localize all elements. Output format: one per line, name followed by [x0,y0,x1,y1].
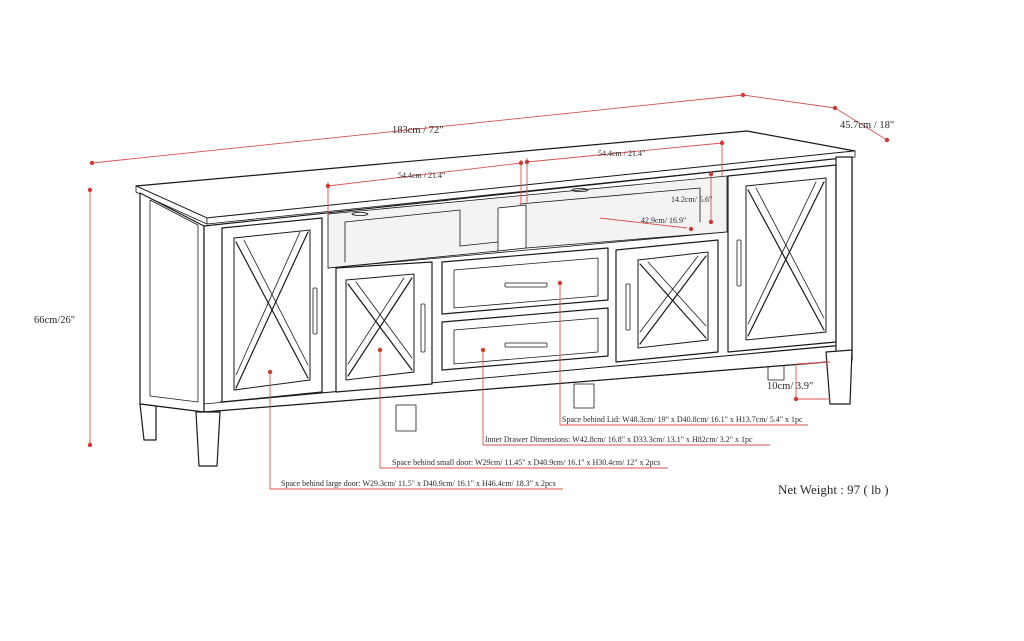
rear-legs [395,359,785,432]
dimension-lines [87,92,890,490]
tv-stand-drawing [135,130,856,467]
top-surface [135,130,856,225]
overall-depth-line [834,107,888,141]
shelf-depth-label: 42.9cm/ 16.9" [641,216,686,225]
net-weight-label: Net Weight : 97 ( lb ) [778,482,889,497]
drawer-callout-label: Inner Drawer Dimensions: W42.8cm/ 16.8" … [485,435,753,444]
left-shelf-width-line [327,162,522,187]
right-large-door [727,164,837,353]
shelf-height-label: 14.2cm/ 5.6" [671,195,712,204]
left-side-panel [139,192,205,413]
right-side-edge [835,156,853,361]
overall-width-line [91,94,744,164]
right-shelf-width-line [526,142,723,163]
lid-callout-label: Space behind Lid: W48.3cm/ 19" x D40.8cm… [562,415,803,424]
left-shelf-width-label: 54.4cm / 21.4" [398,171,445,180]
shelf-depth-line [599,217,688,229]
left-large-door [221,217,323,403]
overall-depth-label: 45.7cm / 18" [840,120,894,131]
left-small-door [335,261,433,393]
right-small-door [615,239,719,363]
right-shelf-width-label: 54.4cm / 21.4" [598,149,645,158]
overall-height-label: 66cm/26" [34,315,75,326]
overall-width-line-b [742,94,836,109]
overall-width-label: 183cm / 72" [392,125,444,136]
front-legs [139,349,853,467]
open-shelf [327,175,728,269]
leg-clearance-label: 10cm/ 3.9" [767,381,813,392]
small-door-callout-label: Space behind small door: W29cm/ 11.45" x… [392,458,660,467]
dimension-labels: 183cm / 72" 45.7cm / 18" 66cm/26" 54.4cm… [34,120,894,497]
large-door-callout-label: Space behind large door: W29.3cm/ 11.5" … [281,479,556,488]
drawers [441,247,609,371]
